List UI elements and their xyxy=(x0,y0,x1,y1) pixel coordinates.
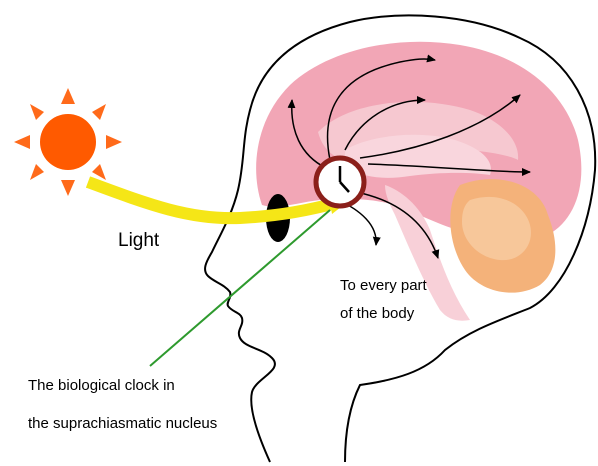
destination-label-line2: of the body xyxy=(340,305,415,322)
clock-label-line2: the suprachiasmatic nucleus xyxy=(28,415,217,432)
destination-label-line1: To every part xyxy=(340,277,428,294)
clock-pointer-line xyxy=(150,210,330,366)
light-label: Light xyxy=(118,230,160,251)
clock-label-line1: The biological clock in xyxy=(28,377,175,394)
clock-icon xyxy=(316,158,364,206)
sun-icon xyxy=(14,88,122,196)
